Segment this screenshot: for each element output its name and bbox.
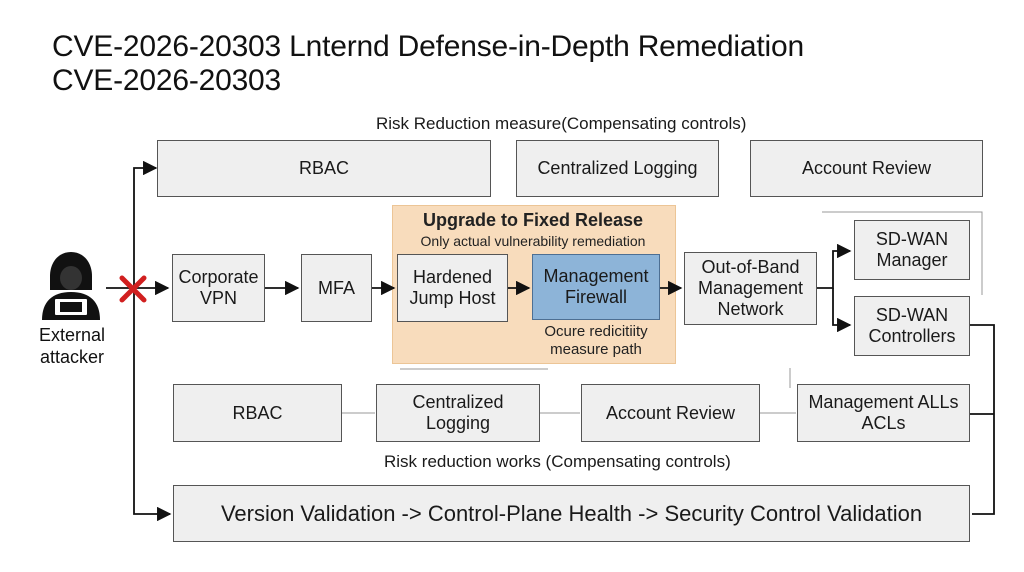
top-rbac-box: RBAC bbox=[157, 140, 491, 197]
validation-sequence-box: Version Validation -> Control-Plane Heal… bbox=[173, 485, 970, 542]
hooded-attacker-icon bbox=[42, 252, 100, 320]
attacker-label: External attacker bbox=[38, 325, 106, 367]
page-subtitle: CVE-2026-20303 bbox=[52, 64, 282, 97]
top-account-review-box: Account Review bbox=[750, 140, 983, 197]
page-title: CVE-2026-20303 Lnternd Defense-in-Depth … bbox=[52, 30, 804, 63]
hardened-jump-host-box: Hardened Jump Host bbox=[397, 254, 508, 322]
top-centralized-logging-box: Centralized Logging bbox=[516, 140, 719, 197]
bottom-centralized-logging-box: Centralized Logging bbox=[376, 384, 540, 442]
red-x-icon bbox=[119, 275, 147, 303]
management-acls-box: Management ALLs ACLs bbox=[797, 384, 970, 442]
out-of-band-network-box: Out-of-Band Management Network bbox=[684, 252, 817, 325]
measure-path-label: Ocure redicitiity measure path bbox=[544, 323, 648, 358]
corporate-vpn-box: Corporate VPN bbox=[172, 254, 265, 322]
bottom-rbac-box: RBAC bbox=[173, 384, 342, 442]
mfa-box: MFA bbox=[301, 254, 372, 322]
upgrade-subtitle: Only actual vulnerability remediation bbox=[420, 233, 646, 249]
sdwan-manager-box: SD-WAN Manager bbox=[854, 220, 970, 280]
upgrade-title: Upgrade to Fixed Release bbox=[422, 210, 644, 230]
management-firewall-box: Management Firewall bbox=[532, 254, 660, 320]
top-caption: Risk Reduction measure(Compensating cont… bbox=[376, 114, 747, 133]
sdwan-controllers-box: SD-WAN Controllers bbox=[854, 296, 970, 356]
bottom-account-review-box: Account Review bbox=[581, 384, 760, 442]
bottom-caption: Risk reduction works (Compensating contr… bbox=[384, 452, 731, 471]
